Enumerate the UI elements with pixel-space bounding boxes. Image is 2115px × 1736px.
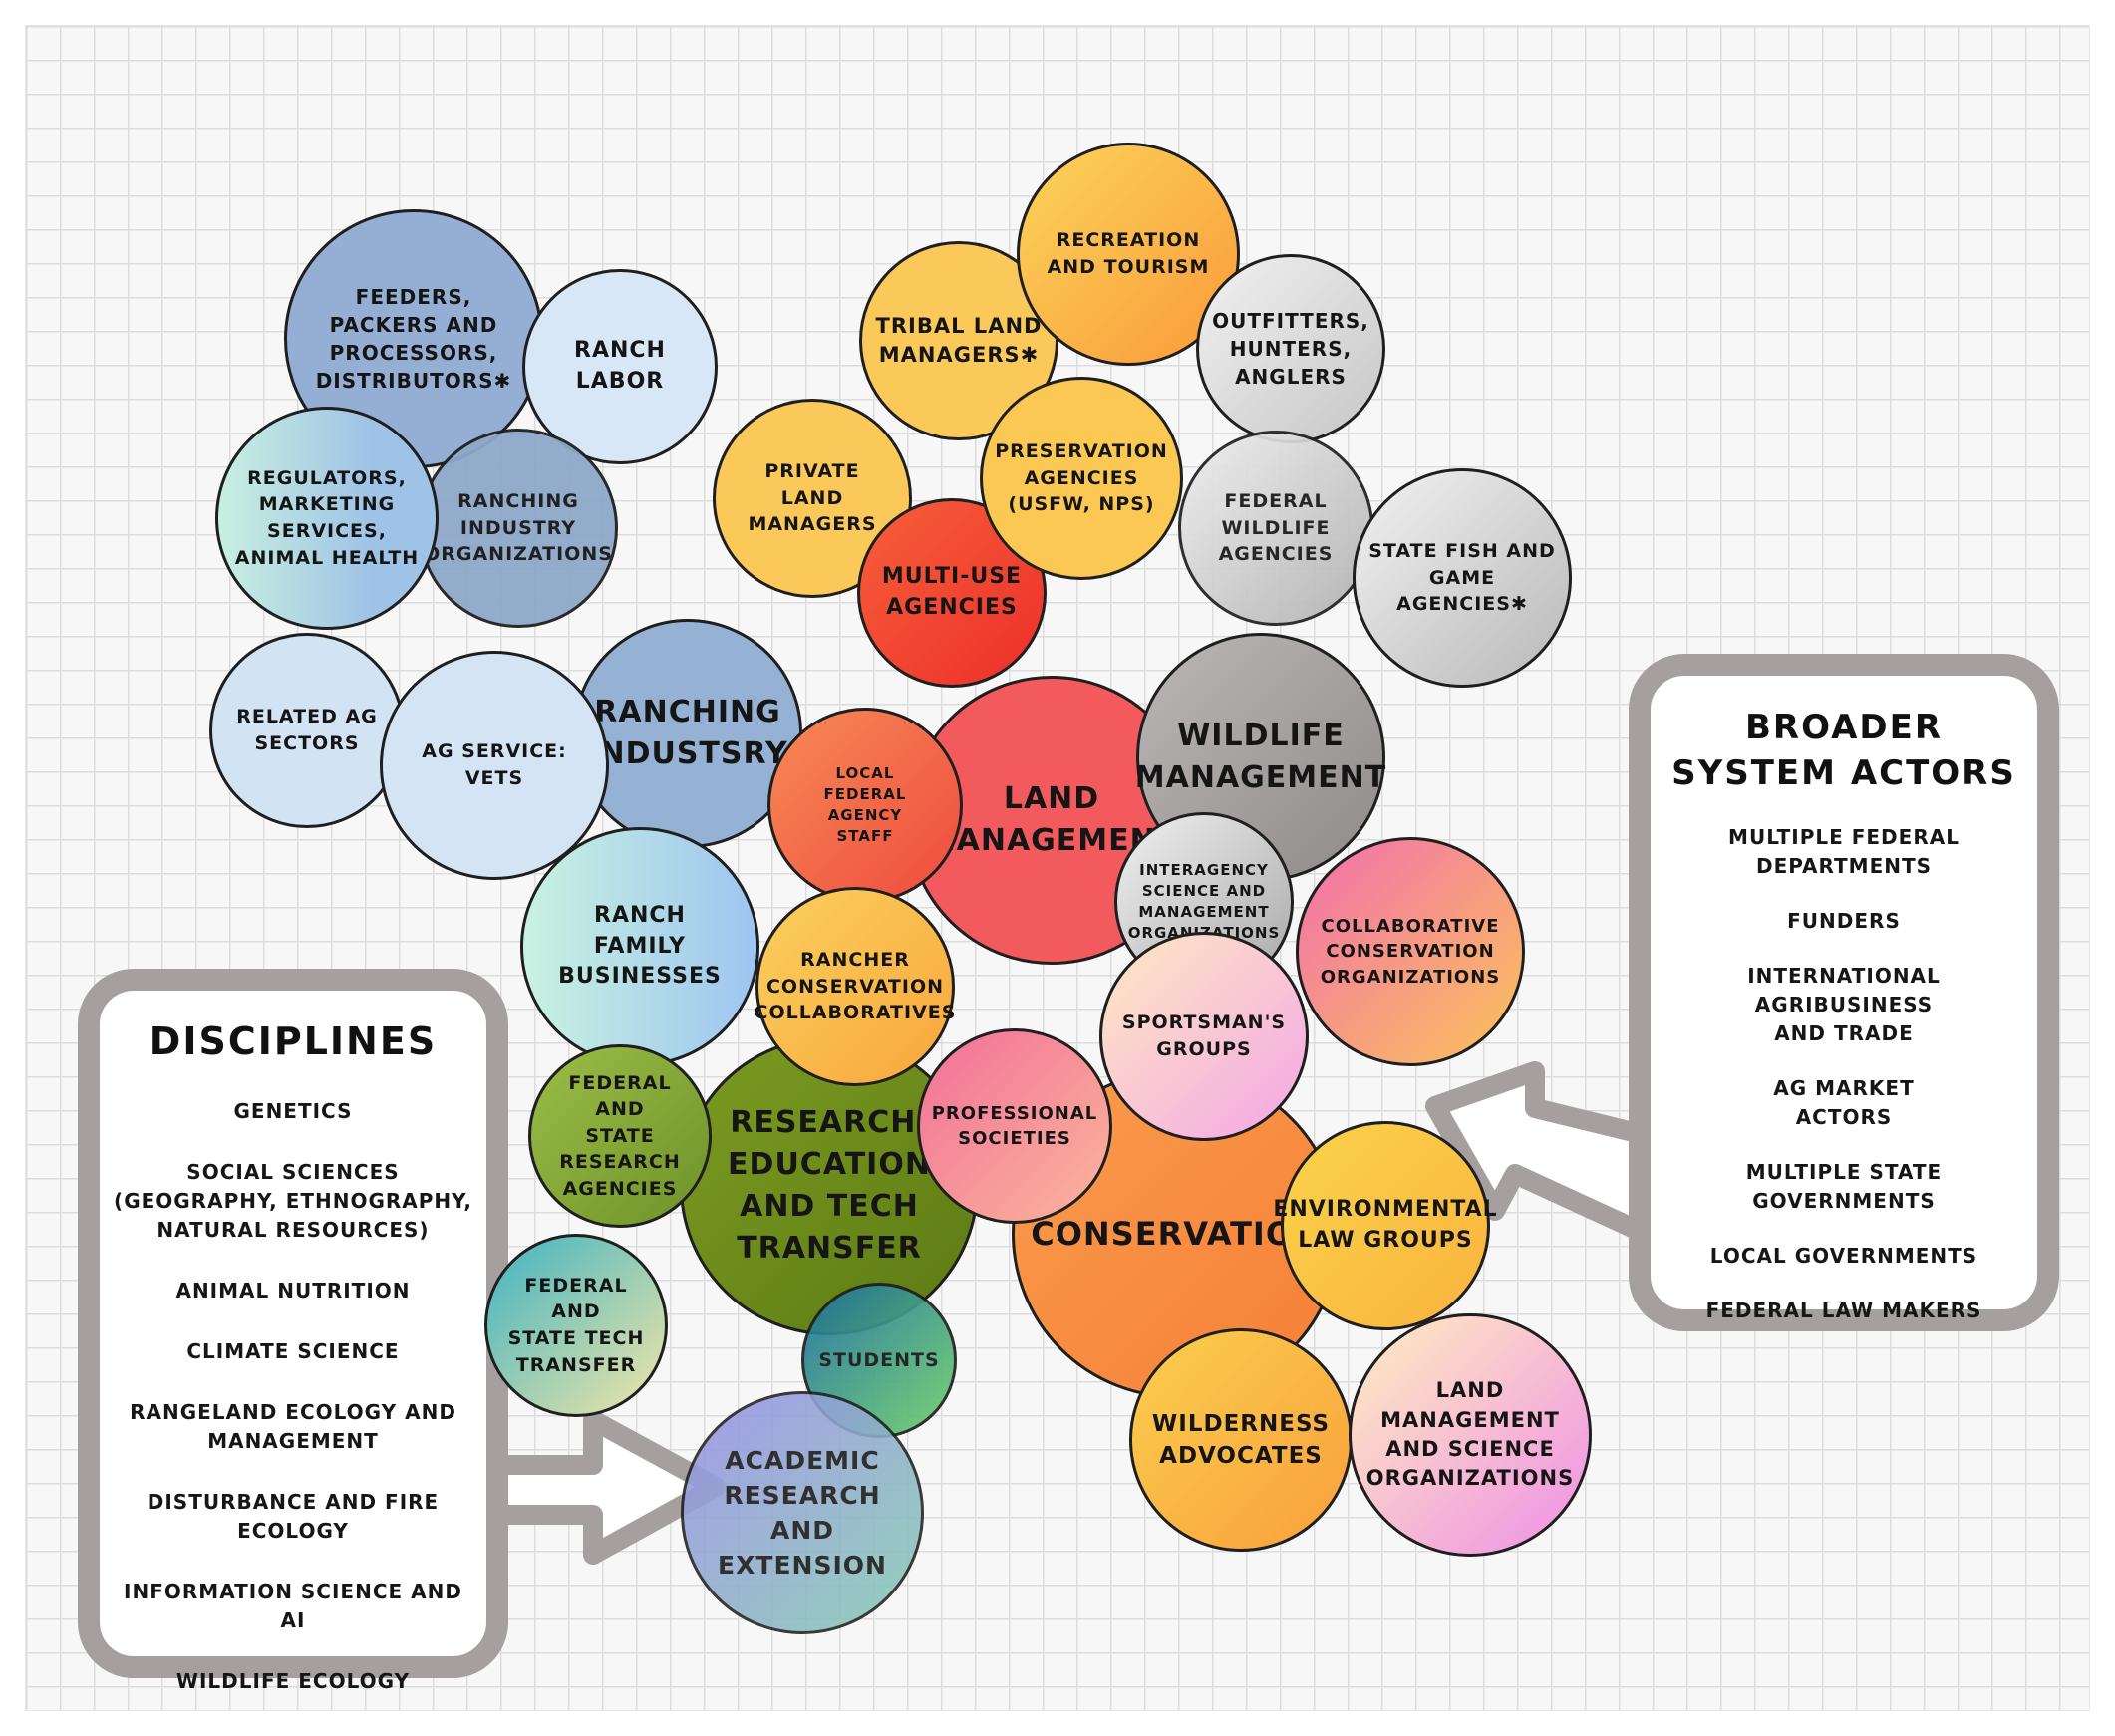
bubble-label-outfitters: Outfitters, Hunters, Anglers [1212, 309, 1369, 389]
bubble-label-ranch-family-businesses: Ranch Family Businesses [558, 902, 722, 990]
bubble-label-federal-state-research: Federal and State Research Agencies [559, 1071, 681, 1200]
bubble-label-related-ag-sectors: Related Ag Sectors [236, 706, 378, 754]
bubble-label-interagency-science: Interagency Science and Management Organ… [1128, 861, 1280, 942]
bubble-label-ranching-industry-orgs: Ranching Industry Organizations [424, 490, 613, 566]
bubble-label-tribal-land-managers: Tribal Land Managers✱ [875, 313, 1043, 367]
bubble-label-federal-state-tech: Federal and State Tech Transfer [507, 1274, 645, 1376]
disciplines-item: Information Science and AI [124, 1580, 462, 1633]
disciplines-item: Wildlife Ecology [175, 1669, 411, 1694]
broader-system-actors-list: Multiple Federal DepartmentsFundersInter… [1659, 823, 2029, 1325]
bubble-ranch-family-businesses: Ranch Family Businesses [520, 827, 759, 1066]
bubble-label-federal-wildlife-agencies: Federal Wildlife Agencies [1218, 490, 1334, 566]
bubble-federal-wildlife-agencies: Federal Wildlife Agencies [1178, 431, 1373, 626]
bubble-preservation-agencies: Preservation Agencies (USFW, NPS) [980, 377, 1183, 580]
bubble-professional-societies: Professional Societies [917, 1028, 1112, 1224]
disciplines-item: Genetics [233, 1099, 353, 1124]
bubble-ag-service-vets: Ag Service: Vets [380, 651, 609, 880]
bubble-students: Students [801, 1283, 957, 1438]
bubble-recreation-tourism: Recreation and Tourism [1017, 143, 1240, 366]
disciplines-item: Rangeland Ecology and Management [130, 1400, 456, 1454]
bubble-local-federal-staff: Local Federal Agency Staff [767, 708, 963, 903]
disciplines-item: Social Sciences (Geography, Ethnography,… [114, 1160, 472, 1243]
bubble-wilderness-advocates: Wilderness Advocates [1129, 1328, 1353, 1552]
disciplines-callout-arrow [488, 1410, 726, 1565]
bubble-label-rancher-conservation: Rancher Conservation Collaboratives [754, 949, 957, 1024]
bubble-label-wilderness-advocates: Wilderness Advocates [1151, 1410, 1331, 1469]
bubble-label-local-federal-staff: Local Federal Agency Staff [823, 764, 907, 845]
bubble-collaborative-conservation: Collaborative Conservation Organizations [1296, 837, 1525, 1066]
broader-item: Federal Law Makers [1705, 1298, 1982, 1322]
bubble-label-research-education: Research, Education and Tech Transfer [728, 1105, 931, 1266]
bubble-federal-state-tech: Federal and State Tech Transfer [484, 1234, 668, 1417]
broader-item: Multiple State Governments [1745, 1159, 1943, 1213]
broader-system-actors-title: Broader System Actors [1671, 708, 2016, 793]
disciplines-title: Disciplines [149, 1019, 438, 1063]
bubble-label-recreation-tourism: Recreation and Tourism [1047, 229, 1210, 278]
bubble-label-conservation: Conservation [1031, 1214, 1322, 1253]
bubble-label-multi-use-agencies: Multi-Use Agencies [881, 564, 1023, 620]
disciplines-item: Animal Nutrition [175, 1279, 411, 1303]
bubble-label-collaborative-conservation: Collaborative Conservation Organizations [1320, 916, 1501, 988]
bubble-state-fish-game: State Fish and Game Agencies✱ [1353, 468, 1572, 688]
broader-system-actors-panel: Broader System Actors Multiple Federal D… [1629, 654, 2059, 1331]
broader-item: Multiple Federal Departments [1728, 824, 1960, 878]
broader-item: Funders [1787, 908, 1901, 933]
bubble-outfitters: Outfitters, Hunters, Anglers [1196, 254, 1385, 443]
disciplines-item: Climate Science [186, 1339, 400, 1364]
bubble-label-professional-societies: Professional Societies [931, 1102, 1098, 1149]
bubble-research-education: Research, Education and Tech Transfer [680, 1036, 979, 1335]
bubble-label-sportsmans-groups: Sportsman's Groups [1121, 1012, 1287, 1060]
bubble-label-preservation-agencies: Preservation Agencies (USFW, NPS) [995, 440, 1168, 516]
bubble-label-ranch-labor: Ranch Labor [574, 338, 666, 394]
bubble-label-feeders-packers: Feeders, Packers and Processors, Distrib… [315, 285, 512, 393]
bubble-sportsmans-groups: Sportsman's Groups [1099, 932, 1309, 1141]
bubble-related-ag-sectors: Related Ag Sectors [209, 633, 405, 828]
bubble-regulators: Regulators, Marketing Services, Animal H… [215, 407, 439, 630]
bubble-label-ag-service-vets: Ag Service: Vets [422, 740, 567, 789]
disciplines-panel: Disciplines GeneticsSocial Sciences (Geo… [78, 969, 508, 1693]
broader-item: Ag Market Actors [1773, 1075, 1915, 1129]
bubble-label-regulators: Regulators, Marketing Services, Animal H… [234, 466, 420, 569]
broader-item: Local Governments [1709, 1243, 1978, 1268]
bubble-label-academic-research: Academic Research and Extension [718, 1446, 887, 1580]
bubble-ranching-industry-orgs: Ranching Industry Organizations [419, 429, 618, 628]
bubble-label-students: Students [818, 1348, 940, 1371]
bubble-ranch-labor: Ranch Labor [522, 269, 718, 464]
broader-item: International Agribusiness and Trade [1747, 963, 1941, 1045]
bubble-label-private-land-managers: Private Land Managers [748, 460, 877, 536]
disciplines-list: GeneticsSocial Sciences (Geography, Ethn… [110, 1097, 476, 1696]
disciplines-item: Disturbance and Fire Ecology [147, 1490, 440, 1544]
bubble-label-wildlife-management: Wildlife Management [1134, 719, 1387, 795]
bubble-label-ranching-industry: Ranching Industsry [587, 695, 788, 771]
bubble-academic-research: Academic Research and Extension [681, 1391, 924, 1634]
bubble-label-state-fish-game: State Fish and Game Agencies✱ [1368, 540, 1556, 616]
bubble-environmental-law: Environmental Law Groups [1273, 1121, 1497, 1330]
bubble-rancher-conservation: Rancher Conservation Collaboratives [755, 887, 955, 1086]
bubble-federal-state-research: Federal and State Research Agencies [528, 1044, 712, 1228]
bubble-label-land-management-science: Land Management and Science Organization… [1365, 1378, 1575, 1491]
bubble-land-management-science: Land Management and Science Organization… [1349, 1313, 1592, 1557]
bubble-label-environmental-law: Environmental Law Groups [1273, 1197, 1498, 1253]
